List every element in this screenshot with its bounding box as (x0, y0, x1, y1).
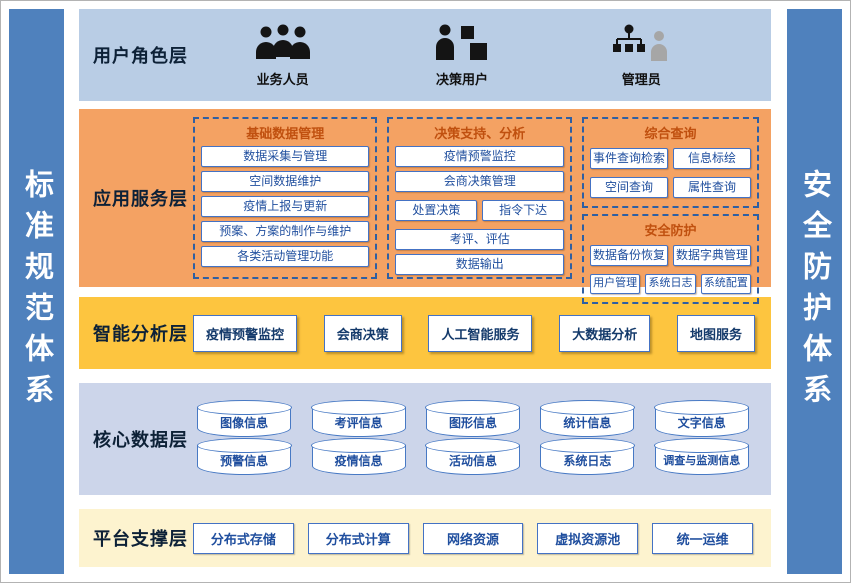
platform-item: 虚拟资源池 (537, 522, 639, 554)
database-cylinder: 调查与监测信息 (654, 438, 750, 475)
role-name: 决策用户 (435, 71, 488, 87)
layers-column: 用户角色层 业务人员 (79, 9, 771, 567)
user-role-layer-label: 用户角色层 (93, 46, 188, 66)
application-service-layer: 应用服务层 基础数据管理 数据采集与管理 空间数据维护 疫情上报与更新 预案、方… (79, 109, 771, 304)
platform-support-layer: 平台支撑层 分布式存储 分布式计算 网络资源 虚拟资源池 统一运维 (79, 509, 771, 567)
roles-row: 业务人员 决策用户 (193, 23, 771, 88)
app-item-row: 数据备份恢复 数据字典管理 (589, 241, 751, 270)
app-item-row: 事件查询检索 信息标绘 (589, 144, 751, 173)
group-title: 综合查询 (644, 126, 697, 141)
group-title: 决策支持、分析 (434, 126, 526, 141)
app-item: 属性查询 (672, 177, 751, 198)
database-label: 活动信息 (448, 453, 497, 468)
database-label: 调查与监测信息 (663, 455, 741, 468)
app-item: 空间数据维护 (201, 171, 370, 192)
database-cylinder: 图像信息 (196, 400, 292, 437)
group-comprehensive-query: 综合查询 事件查询检索 信息标绘 空间查询 属性查询 (581, 117, 759, 208)
app-item: 预案、方案的制作与维护 (201, 221, 370, 242)
app-item: 处置决策 (395, 200, 478, 221)
database-label: 图形信息 (448, 415, 497, 430)
analysis-service: 疫情预警监控 (193, 314, 298, 352)
database-cylinder: 文字信息 (654, 400, 750, 437)
app-item: 用户管理 (589, 274, 641, 294)
app-item-row: 空间查询 属性查询 (589, 173, 751, 202)
app-item: 数据采集与管理 (201, 146, 370, 167)
core-data-layer: 核心数据层 图像信息 考评信息 图形信息 统计信息 文字信息 预警信息 疫情信息… (79, 383, 771, 495)
platform-item: 网络资源 (422, 522, 524, 554)
app-item: 空间查询 (589, 177, 668, 198)
database-cylinder: 考评信息 (311, 400, 407, 437)
user-role-layer: 用户角色层 业务人员 (79, 9, 771, 101)
database-cylinder: 统计信息 (539, 400, 635, 437)
database-label: 考评信息 (334, 415, 383, 430)
admin-network-icon (609, 23, 673, 68)
platform-item: 统一运维 (652, 522, 753, 554)
app-item-row: 用户管理 系统日志 系统配置 (589, 270, 751, 298)
app-item: 数据字典管理 (672, 245, 751, 266)
decision-user-icon (430, 23, 494, 68)
app-item: 事件查询检索 (589, 148, 668, 169)
database-label: 疫情信息 (334, 453, 383, 468)
analysis-service: 会商决策 (323, 314, 402, 352)
database-cylinder: 预警信息 (196, 438, 292, 475)
group-basic-data-management: 基础数据管理 数据采集与管理 空间数据维护 疫情上报与更新 预案、方案的制作与维… (193, 117, 378, 279)
role-admin: 管理员 (609, 23, 673, 88)
database-cylinder: 图形信息 (425, 400, 521, 437)
role-name: 业务人员 (256, 71, 309, 87)
security-system-label: 安全防护体系 (798, 168, 831, 415)
app-item: 各类活动管理功能 (201, 246, 370, 267)
analysis-service: 人工智能服务 (428, 314, 533, 352)
database-cylinder: 活动信息 (425, 438, 521, 475)
database-grid: 图像信息 考评信息 图形信息 统计信息 文字信息 预警信息 疫情信息 活动信息 … (193, 400, 771, 477)
security-system-sidebar: 安全防护体系 (787, 9, 842, 574)
group-security-protection: 安全防护 数据备份恢复 数据字典管理 用户管理 系统日志 系统配置 (581, 214, 759, 304)
app-item: 疫情预警监控 (395, 146, 564, 167)
platform-item: 分布式存储 (193, 522, 294, 554)
database-label: 预警信息 (220, 453, 269, 468)
intelligent-analysis-layer-label: 智能分析层 (93, 324, 188, 344)
database-label: 统计信息 (563, 415, 612, 430)
intelligent-analysis-layer: 智能分析层 疫情预警监控 会商决策 人工智能服务 大数据分析 地图服务 (79, 297, 771, 369)
database-label: 文字信息 (677, 415, 726, 430)
app-service-groups: 基础数据管理 数据采集与管理 空间数据维护 疫情上报与更新 预案、方案的制作与维… (193, 117, 771, 304)
group-title: 基础数据管理 (246, 126, 325, 141)
role-name: 管理员 (621, 71, 661, 87)
analysis-services-row: 疫情预警监控 会商决策 人工智能服务 大数据分析 地图服务 (193, 314, 771, 352)
app-item: 疫情上报与更新 (201, 196, 370, 217)
group-title: 安全防护 (644, 223, 697, 238)
app-item-row: 处置决策 指令下达 (395, 196, 564, 225)
core-data-layer-label: 核心数据层 (93, 430, 188, 450)
app-item: 会商决策管理 (395, 171, 564, 192)
role-business-users: 业务人员 (251, 23, 315, 88)
analysis-service: 大数据分析 (559, 314, 651, 352)
app-item: 考评、评估 (395, 229, 564, 250)
analysis-service: 地图服务 (676, 314, 755, 352)
app-item: 信息标绘 (672, 148, 751, 169)
standards-system-sidebar: 标准规范体系 (9, 9, 64, 574)
app-item: 数据输出 (395, 254, 564, 275)
role-decision-users: 决策用户 (430, 23, 494, 88)
database-label: 图像信息 (220, 415, 269, 430)
database-label: 系统日志 (563, 453, 612, 468)
group-decision-support: 决策支持、分析 疫情预警监控 会商决策管理 处置决策 指令下达 考评、评估 数据… (387, 117, 572, 279)
app-item: 数据备份恢复 (589, 245, 668, 266)
platform-support-layer-label: 平台支撑层 (93, 529, 188, 549)
query-and-security-column: 综合查询 事件查询检索 信息标绘 空间查询 属性查询 安全防护 (581, 117, 759, 304)
platform-item: 分布式计算 (307, 522, 409, 554)
database-cylinder: 系统日志 (539, 438, 635, 475)
platform-items-row: 分布式存储 分布式计算 网络资源 虚拟资源池 统一运维 (193, 522, 771, 554)
database-cylinder: 疫情信息 (311, 438, 407, 475)
app-item: 指令下达 (482, 200, 564, 221)
app-item: 系统配置 (700, 274, 751, 294)
application-service-layer-label: 应用服务层 (93, 189, 188, 209)
business-users-icon (251, 23, 315, 68)
standards-system-label: 标准规范体系 (20, 168, 53, 415)
app-item: 系统日志 (645, 274, 696, 294)
